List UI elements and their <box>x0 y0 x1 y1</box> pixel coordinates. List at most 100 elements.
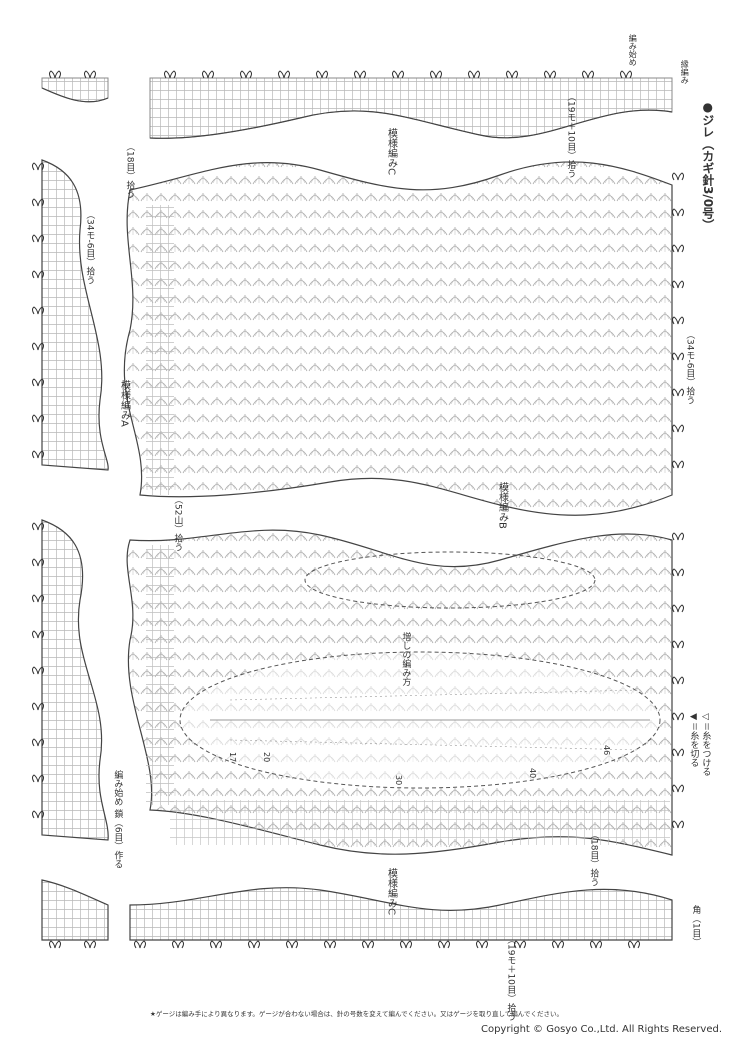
gauge-note: ★ゲージは編み手により異なります。ゲージが合わない場合は、針の号数を変えて編んで… <box>150 1010 563 1018</box>
picot-mark <box>49 70 61 79</box>
picot-mark <box>202 70 214 79</box>
label-pick-bottom: （18目）拾う <box>588 830 599 887</box>
row-marker-20: 20 <box>262 752 272 763</box>
picot-mark <box>392 70 404 79</box>
picot-mark <box>32 630 44 639</box>
picot-mark <box>32 198 44 207</box>
picot-mark <box>672 352 684 361</box>
picot-mark <box>84 940 96 949</box>
top-band <box>149 77 673 139</box>
picot-mark <box>32 342 44 351</box>
picot-mark <box>672 820 684 829</box>
label-pick-bottom-right: （19モ＋10目）拾う <box>505 935 516 1021</box>
picot-mark <box>672 604 684 613</box>
legend-attach: ◁＝糸をつける <box>700 712 711 777</box>
picot-mark <box>32 774 44 783</box>
picot-mark <box>49 940 61 949</box>
picot-mark <box>582 70 594 79</box>
picot-mark <box>134 940 146 949</box>
label-pick-top-right: （19モ＋10目）拾う <box>565 92 576 178</box>
row-marker-46: 46 <box>602 745 612 756</box>
picot-mark <box>32 702 44 711</box>
label-pick-52: （52山）拾う <box>172 495 183 552</box>
copyright: Copyright © Gosyo Co.,Ltd. All Rights Re… <box>480 1024 722 1035</box>
top-left-stub <box>41 77 109 103</box>
label-pattern-c-top: 模様編みC <box>385 128 397 175</box>
legend-cut: ◀＝糸を切る <box>688 712 699 768</box>
lower-panel <box>126 529 673 856</box>
bottom-band <box>129 887 673 941</box>
row-marker-40: 40 <box>528 768 538 779</box>
picot-mark <box>514 940 526 949</box>
picot-mark <box>672 388 684 397</box>
picot-mark <box>672 280 684 289</box>
picot-mark <box>172 940 184 949</box>
label-pick-right: （34モ-6目）拾う <box>684 330 695 405</box>
picot-mark <box>32 162 44 171</box>
picot-mark <box>278 70 290 79</box>
label-pattern-a: 模様編みA <box>118 380 130 427</box>
picot-mark <box>316 70 328 79</box>
label-start-knit: 編み始め <box>628 34 638 66</box>
picot-mark <box>672 676 684 685</box>
label-chain-start: 編み始め 鎖（6目）作る <box>112 770 123 869</box>
picot-mark <box>324 940 336 949</box>
picot-mark <box>438 940 450 949</box>
picot-mark <box>672 172 684 181</box>
picot-mark <box>32 450 44 459</box>
picot-mark <box>32 666 44 675</box>
picot-mark <box>354 70 366 79</box>
picot-mark <box>32 558 44 567</box>
picot-mark <box>32 378 44 387</box>
upper-panel <box>123 161 673 516</box>
picot-mark <box>32 594 44 603</box>
picot-mark <box>84 70 96 79</box>
picot-edge <box>32 70 684 949</box>
picot-mark <box>32 810 44 819</box>
picot-mark <box>672 640 684 649</box>
picot-mark <box>248 940 260 949</box>
picot-mark <box>672 424 684 433</box>
label-pattern-b: 模様編みB <box>496 482 508 529</box>
picot-mark <box>400 940 412 949</box>
picot-mark <box>590 940 602 949</box>
picot-mark <box>286 940 298 949</box>
picot-mark <box>672 784 684 793</box>
left-strip-lower <box>41 519 109 841</box>
row-marker-30: 30 <box>394 775 404 786</box>
picot-mark <box>476 940 488 949</box>
row-marker-17: 17 <box>228 752 238 763</box>
picot-mark <box>552 940 564 949</box>
picot-mark <box>32 270 44 279</box>
picot-mark <box>672 244 684 253</box>
bottom-left-stub <box>41 879 109 941</box>
picot-mark <box>672 316 684 325</box>
picot-mark <box>32 306 44 315</box>
picot-mark <box>628 940 640 949</box>
picot-mark <box>164 70 176 79</box>
picot-mark <box>672 460 684 469</box>
picot-mark <box>620 70 632 79</box>
picot-mark <box>672 532 684 541</box>
picot-mark <box>672 712 684 721</box>
label-pattern-c-bottom: 模様編みC <box>385 868 397 915</box>
label-how-to-knit: 増しの編み方 <box>400 632 411 686</box>
picot-mark <box>32 522 44 531</box>
picot-mark <box>506 70 518 79</box>
label-edge-knit: 縁編み <box>680 60 690 84</box>
picot-mark <box>32 234 44 243</box>
picot-mark <box>468 70 480 79</box>
label-pick-left: （34モ-6目）拾う <box>84 210 95 285</box>
picot-mark <box>430 70 442 79</box>
label-corner: 角（1目） <box>690 905 701 947</box>
picot-mark <box>32 414 44 423</box>
picot-mark <box>210 940 222 949</box>
left-strip-upper <box>41 159 109 471</box>
picot-mark <box>362 940 374 949</box>
picot-mark <box>672 568 684 577</box>
label-pick-top-left: （18目）拾う <box>124 142 135 199</box>
picot-mark <box>240 70 252 79</box>
picot-mark <box>32 738 44 747</box>
title: ●ジレ（カギ針3/0号） <box>700 100 715 232</box>
